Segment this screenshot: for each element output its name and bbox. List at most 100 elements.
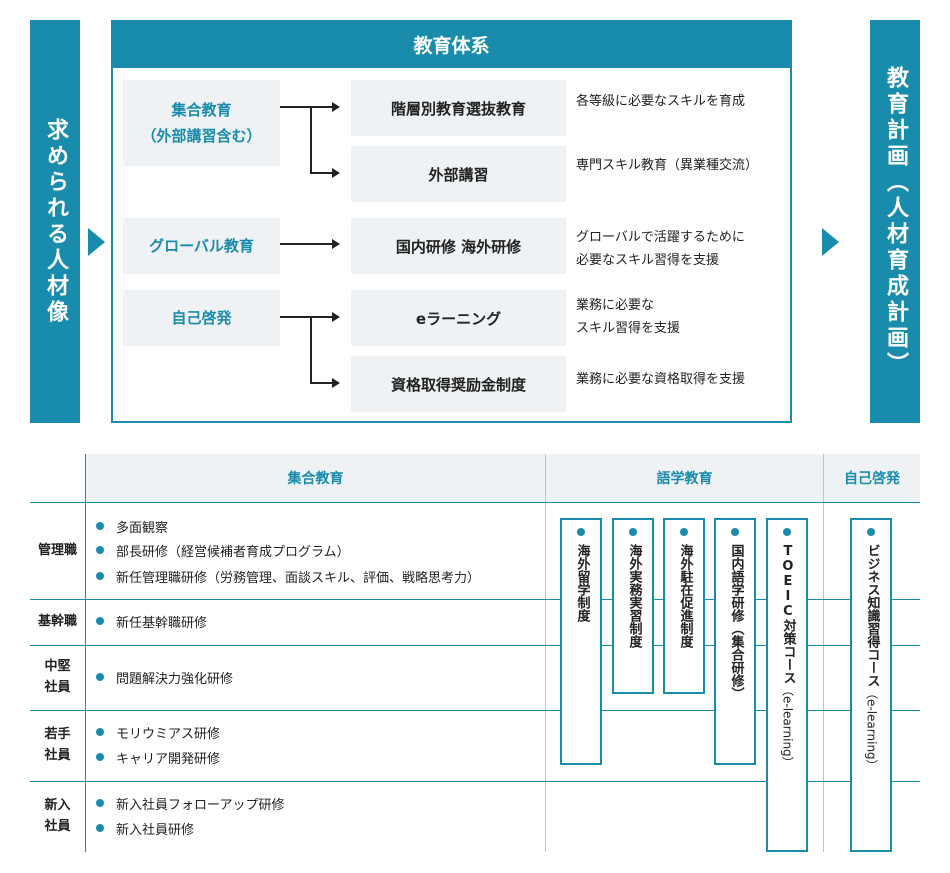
bullet-icon [96,546,104,554]
program-name: 階層別教育選抜教育 [390,99,526,118]
list-item: 新入社員フォローアップ研修 [96,793,284,813]
program-name: eラーニング [415,309,502,328]
column-text: ビジネス知識習得コース（e-learning） [863,544,880,772]
row-label-text: 社員 [44,680,71,695]
item-text: モリウミアス研修 [116,726,221,742]
table-divider [30,599,920,600]
row-label-young: 若手 社員 [30,711,85,781]
column-sub-text: （e-learning） [864,687,879,772]
header-group-education: 集合教育 [86,454,545,502]
list-item: 部長研修（経営候補者育成プログラム） [96,540,350,560]
connector-line [280,243,332,245]
header-self-development: 自己啓発 [824,454,920,502]
program-name: 外部講習 [428,165,489,184]
bullet-icon [867,528,875,536]
description-line: 業務に必要な資格取得を支援 [576,372,746,387]
bullet-icon [577,528,585,536]
bullet-icon [96,673,104,681]
row-label-mid: 中堅 社員 [30,646,85,710]
column-text: 国内語学研修（集合研修） [727,544,744,700]
education-plan-bar: 教育計画（人材育成計画） [870,20,920,423]
list-item: 新任管理職研修（労務管理、面談スキル、評価、戦略思考力） [96,566,480,586]
list-item: 新入社員研修 [96,818,194,838]
connector-line [310,316,312,382]
table-divider [823,454,824,852]
header-label: 語学教育 [656,471,713,487]
program-box: 階層別教育選抜教育 [351,80,566,136]
arrowhead-icon [332,312,340,322]
column-sub-text: （集合研修） [728,622,744,700]
language-column: 海外駐在促進制度 [663,518,705,694]
required-talent-label: 求められる人材像 [43,117,68,326]
self-development-column: ビジネス知識習得コース（e-learning） [850,518,892,852]
row-label-management: 管理職 [30,503,85,599]
row-label-core: 基幹職 [30,600,85,645]
table-divider [30,781,920,782]
category-label: グローバル教育 [149,236,254,255]
bullet-icon [629,528,637,536]
table-divider [30,645,920,646]
item-text: 新入社員研修 [116,822,195,838]
language-column: 海外実務実習制度 [612,518,654,694]
bullet-icon [96,753,104,761]
item-text: 新入社員フォローアップ研修 [116,797,285,813]
arrowhead-icon [332,378,340,388]
category-self-development: 自己啓発 [123,290,280,346]
description-line: グローバルで活躍するために [576,230,745,245]
column-main-text: 国内語学研修 [728,544,744,622]
program-box: 外部講習 [351,146,566,202]
category-group-education: 集合教育 （外部講習含む） [123,80,280,166]
category-label: 集合教育 [171,100,232,119]
row-label-new: 新入 社員 [30,782,85,852]
program-description: 専門スキル教育（異業種交流） [576,155,758,178]
program-description: 業務に必要な スキル習得を支援 [576,295,680,341]
program-name: 資格取得奨励金制度 [390,375,526,394]
header-label: 集合教育 [287,471,344,487]
bullet-icon [96,617,104,625]
arrowhead-icon [332,168,340,178]
connector-line [280,316,332,318]
bullet-icon [96,824,104,832]
list-item: 問題解決力強化研修 [96,667,233,687]
table-divider [30,710,920,711]
bullet-icon [783,528,791,536]
description-line: 必要なスキル習得を支援 [576,252,720,268]
list-item: キャリア開発研修 [96,747,220,767]
item-text: 新任基幹職研修 [116,615,208,631]
bullet-icon [96,799,104,807]
table-divider [30,502,920,503]
column-main-text: ビジネス知識習得コース [864,544,880,687]
program-box: 国内研修 海外研修 [351,218,566,274]
bullet-icon [96,522,104,530]
row-label-text: 新入 [44,798,71,814]
row-label-text: 社員 [44,819,71,834]
column-text: 海外実務実習制度 [626,544,642,648]
category-global-education: グローバル教育 [123,218,280,274]
language-column: 海外留学制度 [560,518,602,765]
program-description: 業務に必要な資格取得を支援 [576,369,745,392]
language-column: TOEIC対策コース（e-learning） [766,518,808,852]
education-plan-label: 教育計画（人材育成計画） [883,65,908,378]
arrow-right-icon [88,228,105,256]
row-label-text: 基幹職 [37,614,77,630]
header-label: 自己啓発 [844,471,900,487]
connector-line [280,106,332,108]
column-text: TOEIC対策コース（e-learning） [779,544,796,769]
row-label-text: 中堅 [44,659,71,675]
education-system-title: 教育体系 [111,20,792,68]
connector-line [310,382,332,384]
bullet-icon [96,572,104,580]
column-text: 海外駐在促進制度 [677,544,693,648]
description-line: 専門スキル教育（異業種交流） [576,158,759,173]
item-text: 問題解決力強化研修 [116,671,234,687]
item-text: 新任管理職研修（労務管理、面談スキル、評価、戦略思考力） [116,570,481,586]
column-sub-text: （e-learning） [780,684,795,769]
category-sublabel: （外部講習含む） [141,127,262,145]
header-language-education: 語学教育 [546,454,823,502]
connector-line [310,106,312,172]
row-label-text: 管理職 [37,542,77,558]
required-talent-bar: 求められる人材像 [30,20,80,423]
column-text: 海外留学制度 [574,544,590,622]
column-main-text: TOEIC対策コース [780,544,796,684]
list-item: 新任基幹職研修 [96,611,207,631]
